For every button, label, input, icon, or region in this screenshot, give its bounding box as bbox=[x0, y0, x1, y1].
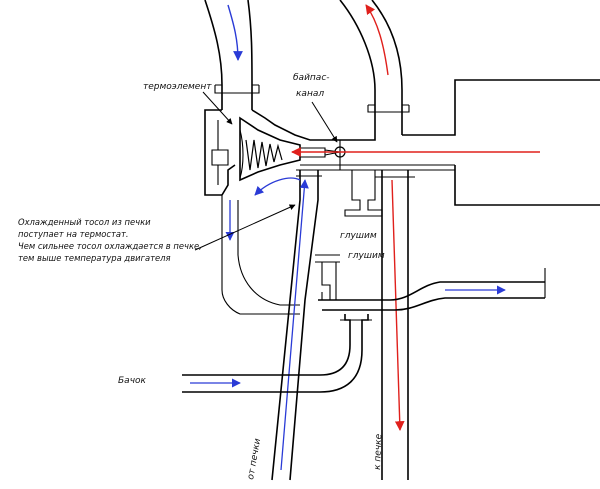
blue-flow-from-heater bbox=[280, 179, 309, 471]
label-thermoelement: термоэлемент bbox=[143, 82, 212, 92]
blue-flow-top-left bbox=[227, 4, 243, 61]
top-left-pipe bbox=[204, 0, 260, 110]
plug-block-1 bbox=[344, 170, 383, 217]
bypass-pointer bbox=[311, 101, 338, 143]
from-heater-pipe bbox=[271, 169, 322, 481]
note-pointer bbox=[194, 204, 296, 251]
right-outlet-pipe bbox=[318, 268, 546, 311]
tank-pipe bbox=[182, 314, 372, 393]
note-line-2: поступает на термостат. bbox=[18, 229, 129, 239]
label-tank: Бачок bbox=[118, 376, 147, 386]
label-bypass-2: канал bbox=[296, 89, 324, 99]
label-from-heater: от печки bbox=[246, 438, 263, 481]
note-line-4: тем выше температура двигателя bbox=[18, 253, 171, 263]
note-line-1: Охлажденный тосол из печки bbox=[18, 217, 151, 227]
to-heater-pipe bbox=[375, 169, 415, 480]
label-bypass-1: байпас- bbox=[293, 73, 330, 83]
thermoelement bbox=[239, 116, 341, 182]
blue-flow-curve bbox=[254, 177, 301, 196]
plug-block-2 bbox=[315, 254, 340, 301]
label-plug-1: глушим bbox=[340, 231, 377, 241]
thermostat-housing bbox=[204, 79, 600, 315]
red-flow-top-right bbox=[365, 4, 389, 76]
bypass-valve bbox=[300, 140, 455, 171]
top-right-pipe bbox=[339, 0, 410, 135]
note-line-3: Чем сильнее тосол охлаждается в печке, bbox=[18, 241, 202, 251]
red-flow-to-heater bbox=[391, 179, 405, 431]
thermoelement-pointer bbox=[202, 91, 233, 125]
label-plug-2: глушим bbox=[348, 251, 385, 261]
label-to-heater: к печке bbox=[373, 433, 384, 470]
